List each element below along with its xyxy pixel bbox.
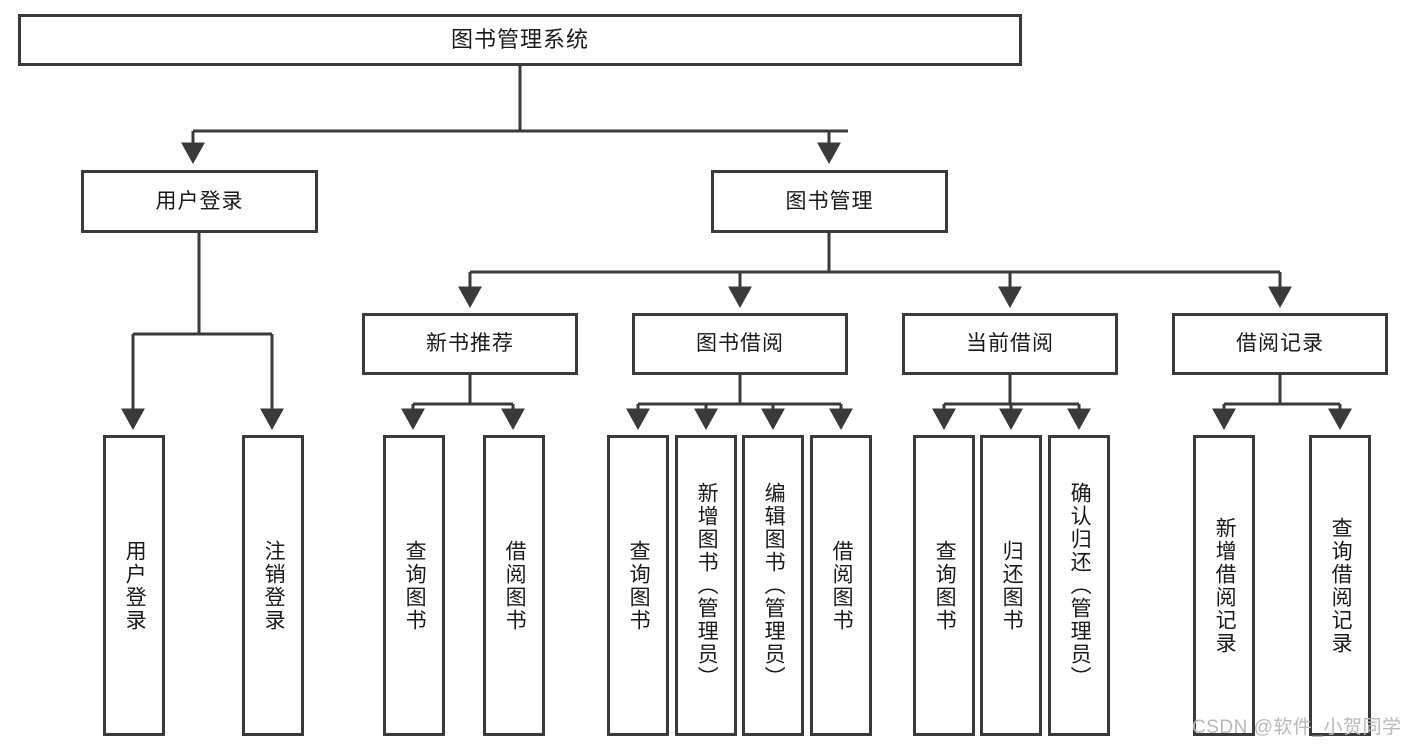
leaf-add-book[interactable]: 新增图书（管理员） xyxy=(675,435,737,736)
node-user-login[interactable]: 用户登录 xyxy=(81,170,318,233)
leaf-add-record-label: 新增借阅记录 xyxy=(1213,516,1237,655)
leaf-user-login[interactable]: 用户登录 xyxy=(103,435,165,736)
leaf-borrow-book-2-label: 借阅图书 xyxy=(830,539,854,632)
node-root-label: 图书管理系统 xyxy=(450,26,589,52)
leaf-query-book-2[interactable]: 查询图书 xyxy=(607,435,669,736)
node-borrow-record[interactable]: 借阅记录 xyxy=(1172,313,1388,375)
leaf-query-book-1[interactable]: 查询图书 xyxy=(383,435,445,736)
node-new-book-rec[interactable]: 新书推荐 xyxy=(362,313,578,375)
node-book-manage-label: 图书管理 xyxy=(785,189,874,213)
node-book-borrow[interactable]: 图书借阅 xyxy=(632,313,848,375)
leaf-add-record[interactable]: 新增借阅记录 xyxy=(1193,435,1255,736)
leaf-borrow-book-1[interactable]: 借阅图书 xyxy=(483,435,545,736)
node-current-borrow-label: 当前借阅 xyxy=(966,332,1054,356)
node-new-book-rec-label: 新书推荐 xyxy=(426,332,514,356)
csdn-watermark: CSDN @软件_小贺同学 xyxy=(1192,717,1402,738)
node-book-borrow-label: 图书借阅 xyxy=(696,332,784,356)
leaf-query-record[interactable]: 查询借阅记录 xyxy=(1309,435,1371,736)
leaf-confirm-return-label: 确认归还（管理员） xyxy=(1068,482,1092,689)
leaf-edit-book-label: 编辑图书（管理员） xyxy=(762,482,786,689)
node-user-login-label: 用户登录 xyxy=(155,189,244,213)
leaf-query-book-1-label: 查询图书 xyxy=(403,539,427,632)
leaf-user-logout[interactable]: 注销登录 xyxy=(242,435,304,736)
leaf-return-book-label: 归还图书 xyxy=(1000,539,1024,632)
leaf-confirm-return[interactable]: 确认归还（管理员） xyxy=(1048,435,1110,736)
leaf-query-book-2-label: 查询图书 xyxy=(627,539,651,632)
leaf-add-book-label: 新增图书（管理员） xyxy=(695,482,719,689)
leaf-user-login-label: 用户登录 xyxy=(123,539,147,632)
node-root[interactable]: 图书管理系统 xyxy=(18,14,1022,66)
leaf-query-book-3[interactable]: 查询图书 xyxy=(913,435,975,736)
node-borrow-record-label: 借阅记录 xyxy=(1236,332,1324,356)
leaf-query-record-label: 查询借阅记录 xyxy=(1329,516,1353,655)
leaf-borrow-book-1-label: 借阅图书 xyxy=(503,539,527,632)
leaf-user-logout-label: 注销登录 xyxy=(262,539,286,632)
leaf-return-book[interactable]: 归还图书 xyxy=(980,435,1042,736)
leaf-query-book-3-label: 查询图书 xyxy=(933,539,957,632)
node-current-borrow[interactable]: 当前借阅 xyxy=(902,313,1118,375)
node-book-manage[interactable]: 图书管理 xyxy=(711,170,948,233)
leaf-borrow-book-2[interactable]: 借阅图书 xyxy=(810,435,872,736)
leaf-edit-book[interactable]: 编辑图书（管理员） xyxy=(742,435,804,736)
